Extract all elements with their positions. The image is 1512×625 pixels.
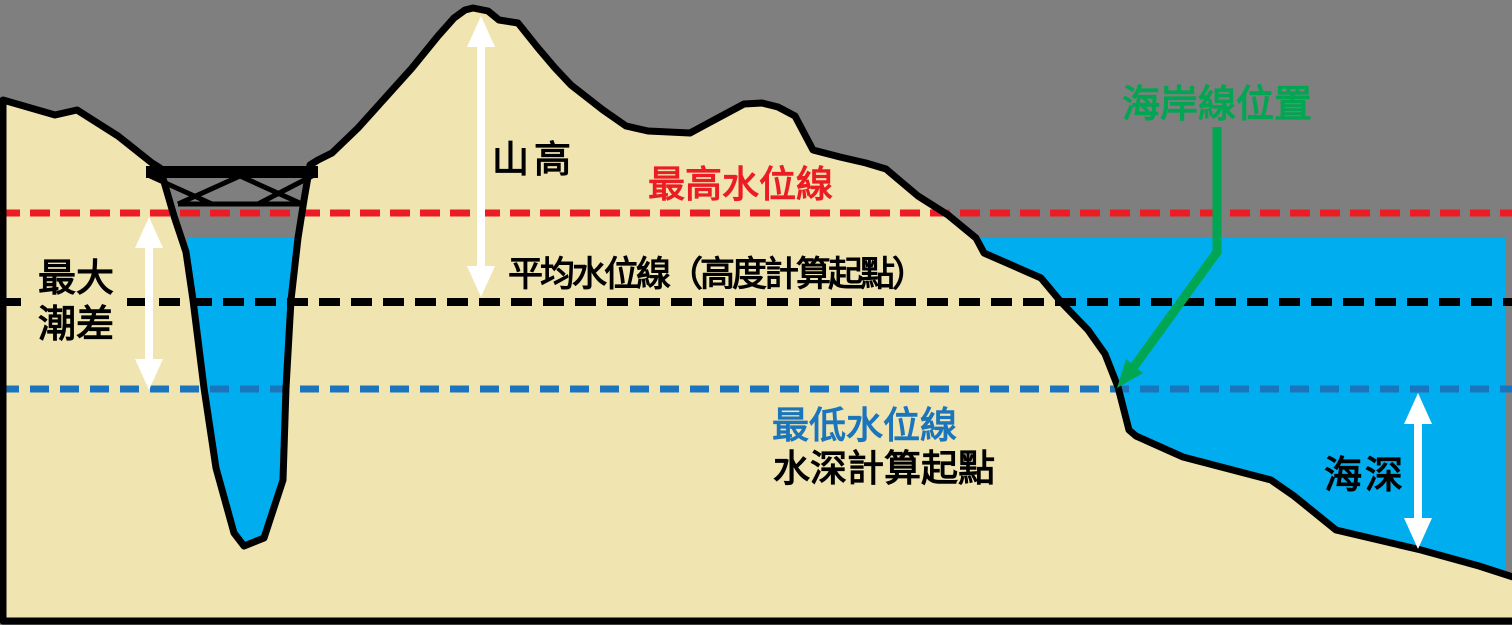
mean-water-level-label: 平均水位線（高度計算起點）	[508, 255, 924, 294]
sea-depth-label: 海深	[1324, 455, 1406, 497]
landmass	[3, 8, 1512, 621]
max-tidal-range-label-line1: 最大	[38, 258, 114, 300]
bridge-truss-diagonal	[176, 173, 242, 207]
bridge	[146, 166, 318, 207]
sea-water	[976, 238, 1505, 572]
bridge-truss-diagonal	[148, 173, 214, 207]
depth-datum-label: 水深計算起點	[773, 448, 995, 489]
terrain-outline	[0, 4, 1512, 625]
bridge-truss-diagonal	[238, 173, 304, 207]
bridge-truss-diagonal	[256, 171, 318, 207]
highest-water-level-label: 最高水位線	[648, 164, 833, 205]
coastline-position-label: 海岸線位置	[1122, 84, 1312, 126]
mountain-height-label: 山高	[492, 139, 576, 180]
max-tidal-range-label-line2: 潮差	[38, 304, 114, 346]
lowest-water-level-label: 最低水位線	[772, 405, 957, 446]
sea-depth-arrow	[1404, 393, 1432, 549]
mountain-height-arrow	[467, 16, 495, 297]
coastline-arrow	[1117, 127, 1222, 388]
tidal-range-arrow	[135, 217, 163, 390]
